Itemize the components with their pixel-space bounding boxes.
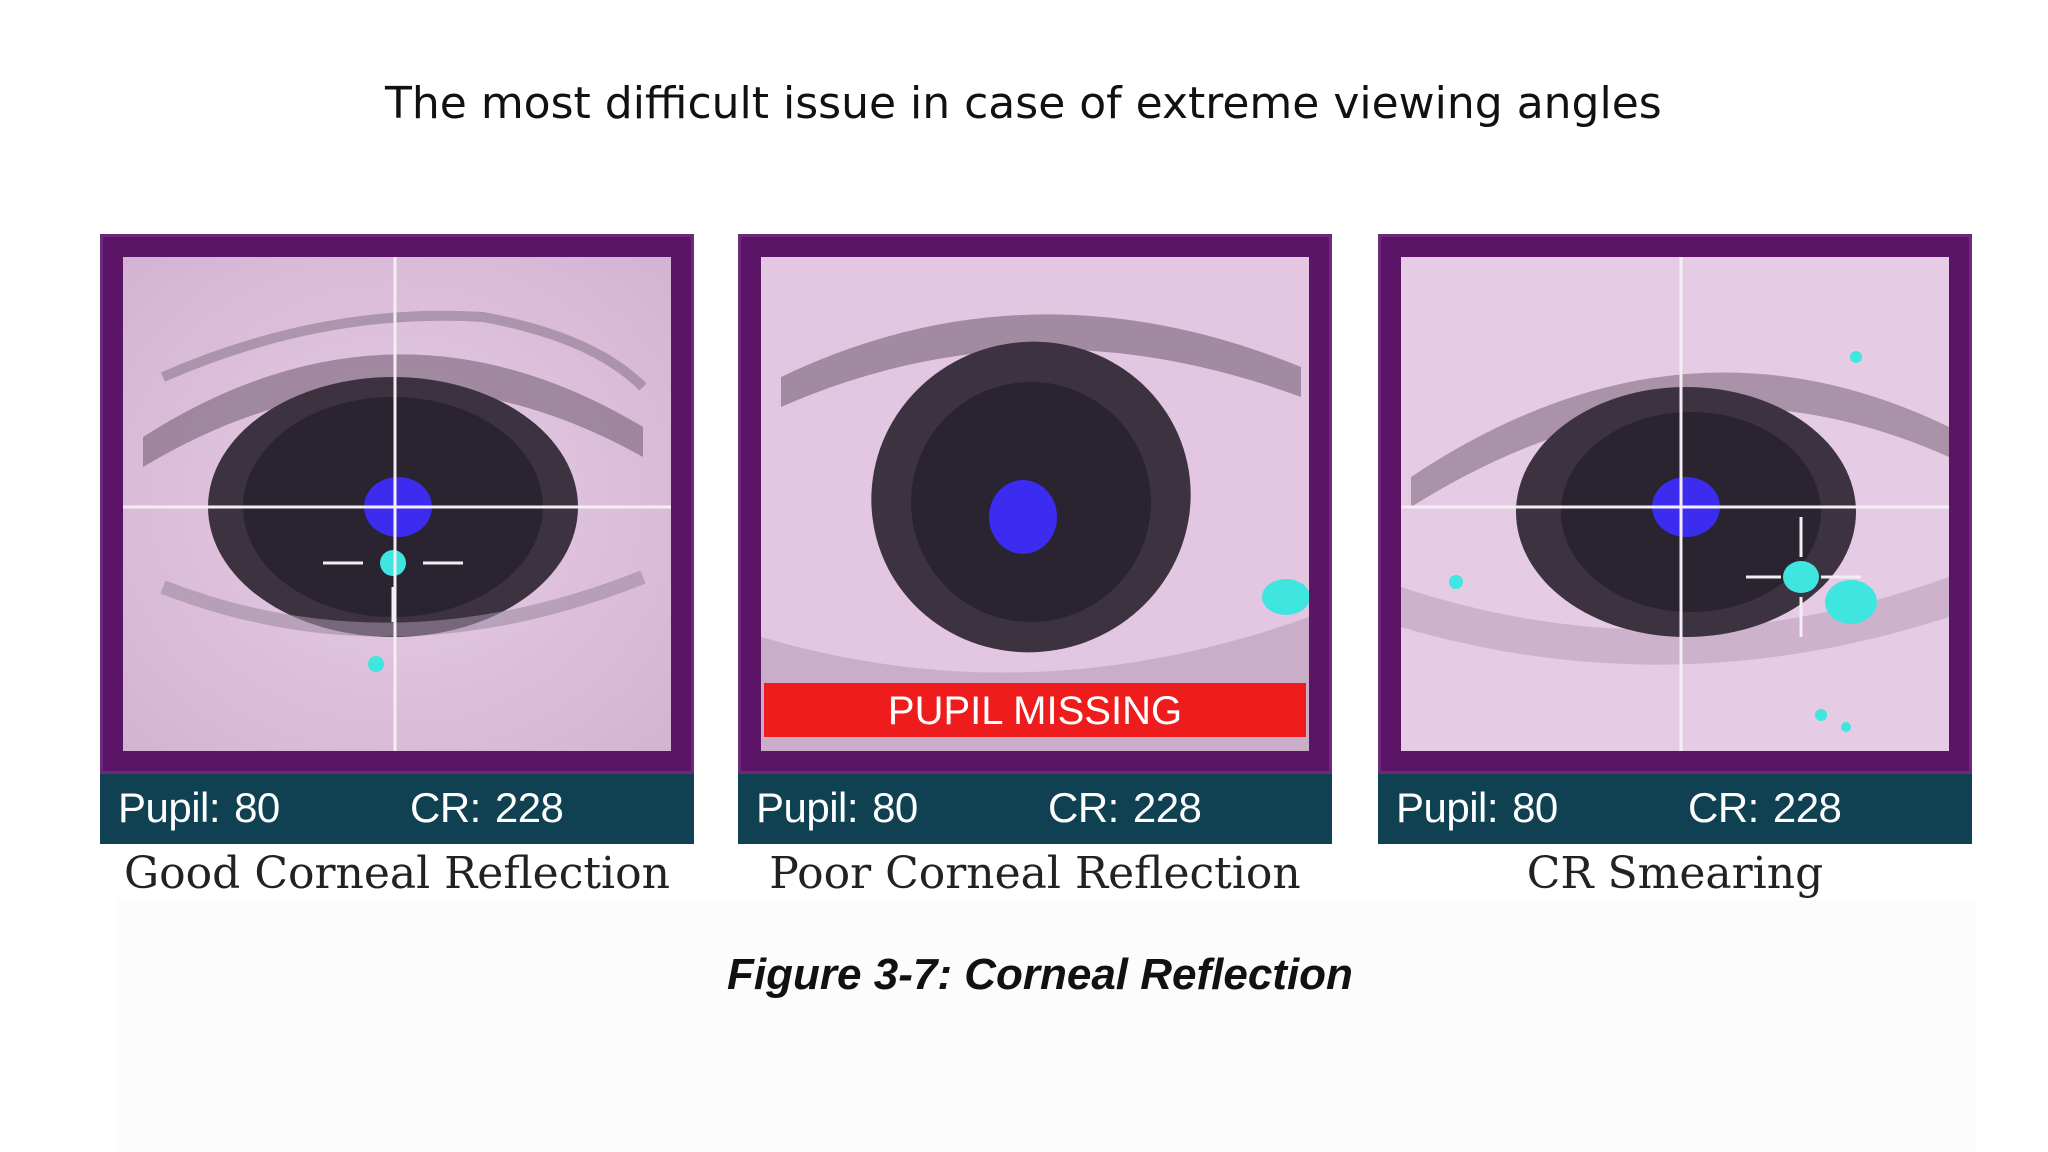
figure-background	[116, 900, 1976, 1152]
stats-bar: Pupil:80 CR:228	[1378, 774, 1972, 844]
pupil-missing-banner: PUPIL MISSING	[764, 683, 1306, 737]
eye-panel-poor: PUPIL MISSING Pupil:80 CR:228 Poor Corne…	[738, 234, 1332, 899]
eye-image-smearing	[1401, 257, 1949, 751]
slide-title: The most difficult issue in case of extr…	[385, 78, 1662, 129]
eye-image-frame	[1378, 234, 1972, 774]
eye-image-poor: PUPIL MISSING	[761, 257, 1309, 751]
eye-panel-good: Pupil:80 CR:228 Good Corneal Reflection	[100, 234, 694, 899]
panel-caption: Good Corneal Reflection	[124, 848, 670, 899]
pupil-readout: Pupil:80	[118, 784, 280, 831]
cr-readout: CR:228	[1688, 784, 1842, 831]
eye-image-frame: PUPIL MISSING	[738, 234, 1332, 774]
eye-image-frame	[100, 234, 694, 774]
eye-panel-smearing: Pupil:80 CR:228 CR Smearing	[1378, 234, 1972, 899]
cr-readout: CR:228	[1048, 784, 1202, 831]
stats-bar: Pupil:80 CR:228	[738, 774, 1332, 844]
pupil-readout: Pupil:80	[756, 784, 918, 831]
pupil-readout: Pupil:80	[1396, 784, 1558, 831]
stats-bar: Pupil:80 CR:228	[100, 774, 694, 844]
panel-caption: CR Smearing	[1526, 848, 1824, 899]
cr-readout: CR:228	[410, 784, 564, 831]
figure-caption: Figure 3-7: Corneal Reflection	[727, 950, 1353, 999]
panel-caption: Poor Corneal Reflection	[769, 848, 1301, 899]
eye-image-good	[123, 257, 671, 751]
